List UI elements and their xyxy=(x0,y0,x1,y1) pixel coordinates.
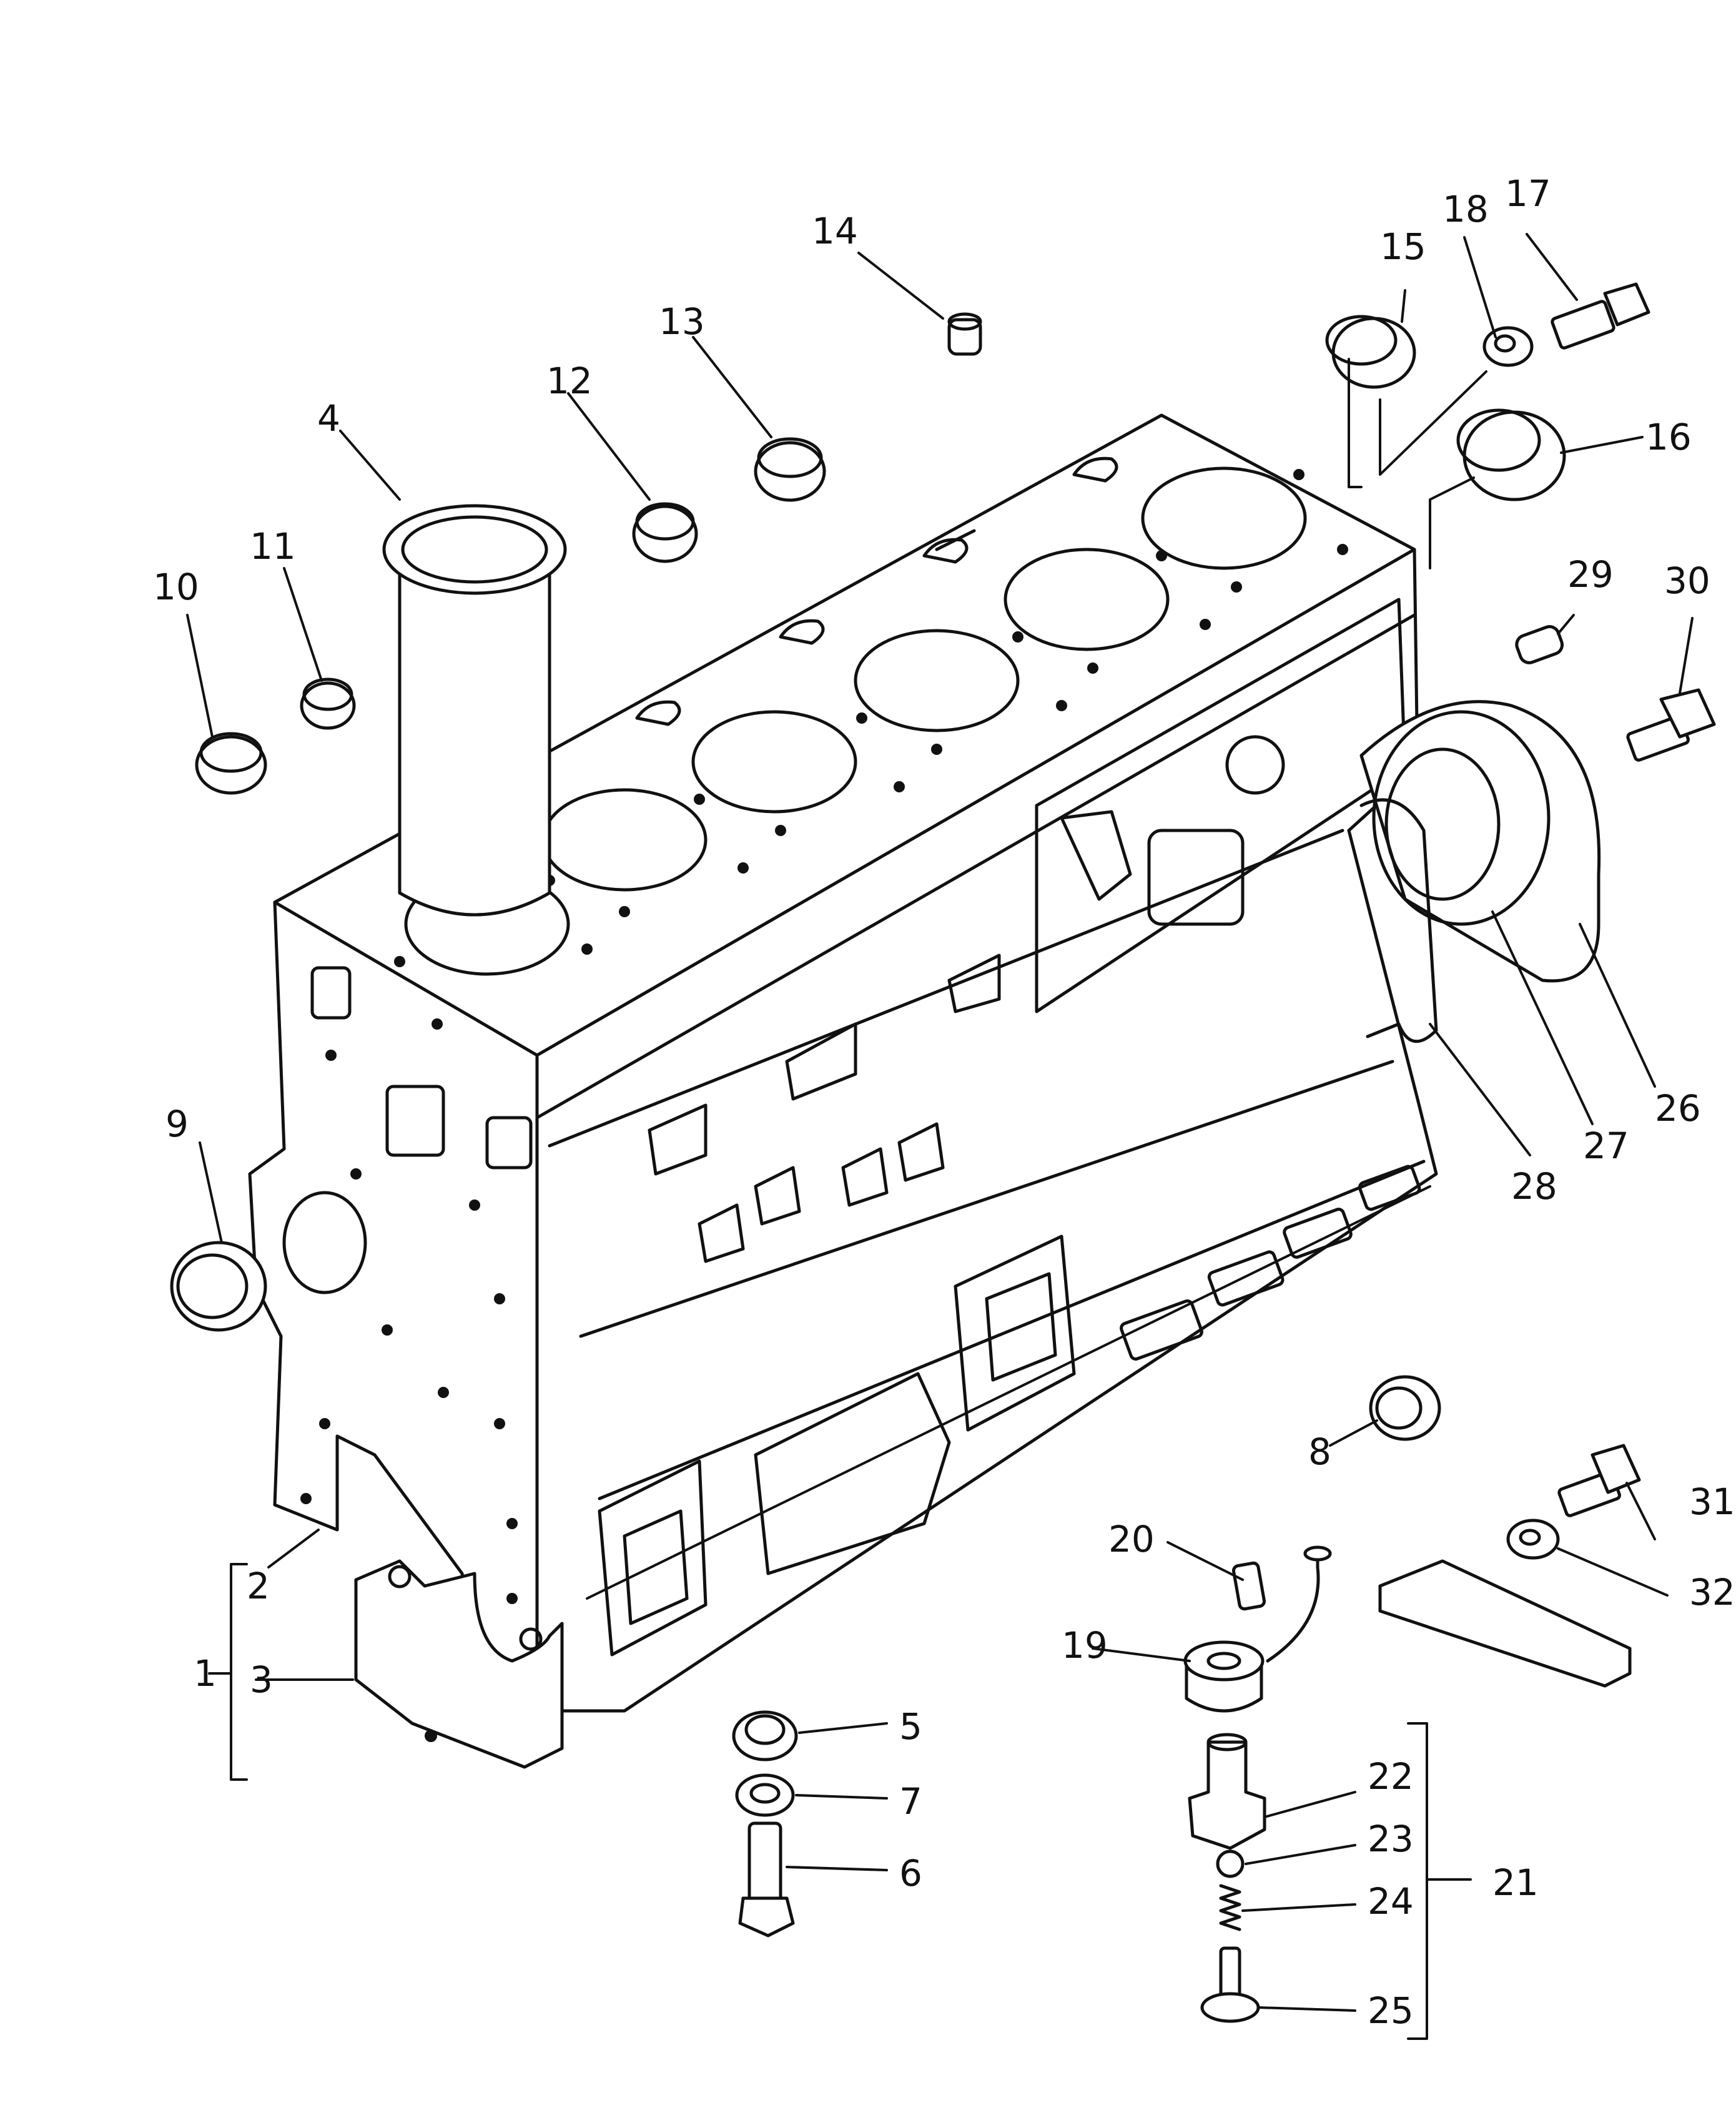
callout-20: 20 xyxy=(1108,1518,1155,1560)
washer-32 xyxy=(1506,1519,1560,1560)
dowel-pin-14 xyxy=(947,312,982,356)
expansion-plug-11 xyxy=(300,677,356,730)
callout-13: 13 xyxy=(659,300,705,343)
bracket xyxy=(1378,1559,1632,1688)
bolt-6 xyxy=(738,1821,795,1938)
callout-10: 10 xyxy=(153,566,199,608)
expansion-plug-12 xyxy=(632,502,698,563)
callout-19: 19 xyxy=(1062,1624,1108,1667)
expansion-plug-10 xyxy=(195,732,267,795)
callout-4: 4 xyxy=(317,397,340,440)
washer-7 xyxy=(735,1773,795,1817)
expansion-plug-16 xyxy=(1456,408,1566,501)
callout-11: 11 xyxy=(250,525,296,568)
callout-18: 18 xyxy=(1443,188,1489,230)
callout-21: 21 xyxy=(1492,1861,1539,1904)
expansion-plug-13 xyxy=(754,437,826,502)
sleeve-5 xyxy=(732,1710,798,1761)
relief-valve-22 xyxy=(1188,1733,1266,1850)
callout-2: 2 xyxy=(247,1565,270,1607)
callout-25: 25 xyxy=(1368,1989,1414,2032)
leader-lines xyxy=(186,233,1694,2012)
callout-28: 28 xyxy=(1511,1165,1557,1208)
callout-22: 22 xyxy=(1368,1755,1414,1798)
callout-6: 6 xyxy=(899,1852,922,1894)
bolt-30 xyxy=(1626,688,1716,762)
callout-7: 7 xyxy=(899,1780,922,1823)
callout-31: 31 xyxy=(1689,1480,1735,1523)
callout-32: 32 xyxy=(1689,1571,1735,1613)
bushing-9 xyxy=(170,1241,267,1332)
callout-9: 9 xyxy=(165,1103,189,1145)
bolt-31 xyxy=(1557,1444,1641,1517)
callout-1: 1 xyxy=(194,1652,217,1695)
pin-20 xyxy=(1231,1561,1266,1611)
callout-30: 30 xyxy=(1664,559,1710,602)
assembly-brackets xyxy=(208,1563,1472,2040)
washer-18 xyxy=(1482,326,1534,367)
callout-29: 29 xyxy=(1567,553,1614,596)
cylinder-block xyxy=(248,413,1601,1713)
callout-15: 15 xyxy=(1380,225,1426,268)
callout-3: 3 xyxy=(250,1658,273,1701)
callout-26: 26 xyxy=(1655,1087,1701,1130)
expansion-plug-15 xyxy=(1325,315,1416,389)
callout-24: 24 xyxy=(1368,1880,1414,1923)
spring-24 xyxy=(1219,1884,1241,1931)
callout-23: 23 xyxy=(1368,1818,1414,1860)
callout-8: 8 xyxy=(1308,1431,1331,1473)
ball-23 xyxy=(1216,1850,1245,1878)
piston-cooling-nozzle-19 xyxy=(1183,1545,1332,1713)
callout-labels: 1 2 3 4 5 6 7 8 9 10 11 12 13 14 15 16 1… xyxy=(153,172,1735,2032)
plunger-25 xyxy=(1200,1946,1260,2023)
main-bearing-cap xyxy=(354,1559,564,1769)
seal-8 xyxy=(1369,1375,1441,1441)
callout-14: 14 xyxy=(812,210,858,252)
callout-16: 16 xyxy=(1645,416,1692,458)
callout-12: 12 xyxy=(546,360,593,402)
callout-5: 5 xyxy=(899,1705,922,1748)
bolt-17 xyxy=(1551,282,1650,350)
callout-27: 27 xyxy=(1583,1125,1629,1167)
callout-17: 17 xyxy=(1505,172,1551,215)
plug-29 xyxy=(1515,625,1564,664)
cylinder-liner xyxy=(382,504,567,917)
